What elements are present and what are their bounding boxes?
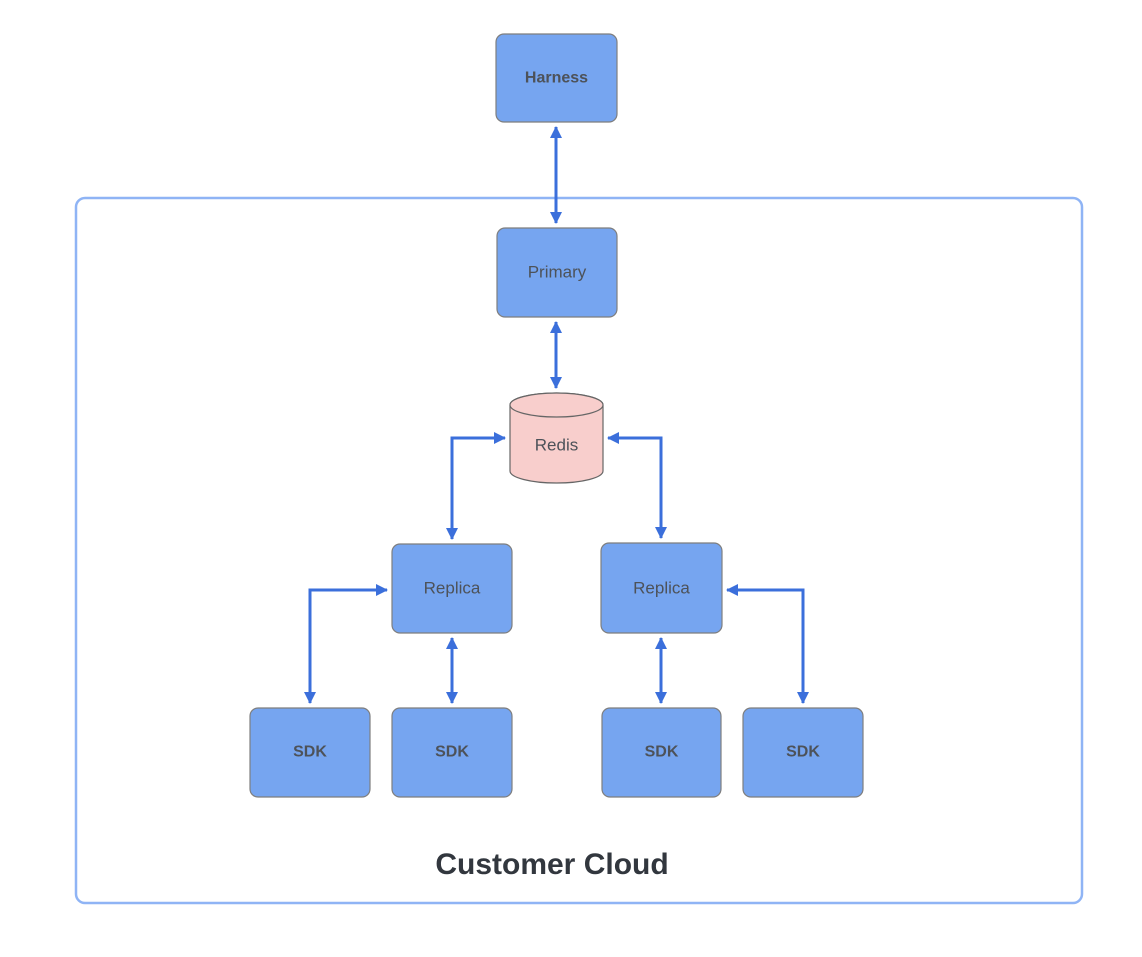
sdk-label-1: SDK (293, 744, 327, 761)
sdk-label-2: SDK (435, 744, 469, 761)
sdk-label-3: SDK (645, 744, 679, 761)
redis-label: Redis (535, 436, 578, 455)
redis-cylinder: Redis (509, 392, 604, 484)
replica-left-node (391, 543, 513, 634)
connector-replica-right-redis (607, 432, 667, 539)
replica-left-label: Replica (424, 579, 481, 598)
customer-cloud-container (74, 196, 1084, 905)
connector-sdk1-replica-left (304, 584, 388, 704)
redis-cylinder-lid (509, 392, 604, 418)
primary-label: Primary (528, 263, 587, 282)
harness-label: Harness (525, 70, 588, 87)
sdk-label-4: SDK (786, 744, 820, 761)
customer-cloud-label: Customer Cloud (435, 848, 668, 881)
connector-sdk4-replica-right (726, 584, 809, 704)
sdk-node-4 (742, 707, 864, 798)
replica-right-node (600, 542, 723, 634)
sdk-node-1 (249, 707, 371, 798)
sdk-node-2 (391, 707, 513, 798)
connector-replica-left-redis (446, 432, 506, 540)
sdk-node-3 (601, 707, 722, 798)
replica-right-label: Replica (633, 579, 690, 598)
harness-node (495, 33, 618, 123)
primary-node (496, 227, 618, 318)
